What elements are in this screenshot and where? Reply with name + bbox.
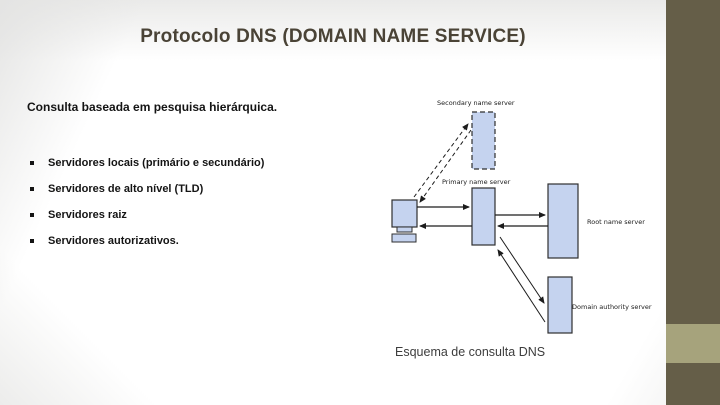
client-computer-icon <box>391 199 418 243</box>
bullet-square-icon <box>30 187 34 191</box>
page-title: Protocolo DNS (DOMAIN NAME SERVICE) <box>140 26 526 47</box>
bullet-item: Servidores locais (primário e secundário… <box>28 150 264 176</box>
bullet-text: Servidores de alto nível (TLD) <box>48 183 204 195</box>
intro-text: Consulta baseada em pesquisa hierárquica… <box>27 100 278 114</box>
root-server-label: Root name server <box>587 218 645 226</box>
domain-authority-label: Domain authority server <box>572 303 652 311</box>
bullet-text: Servidores autorizativos. <box>48 235 179 247</box>
client-stand <box>396 226 413 233</box>
bullet-item: Servidores raiz <box>28 202 264 228</box>
bullet-square-icon <box>30 213 34 217</box>
arrow-primary-to-domain <box>499 236 545 304</box>
root-server-box <box>547 183 579 259</box>
dns-diagram-svg: Secondary name server Primary name serve… <box>391 99 652 334</box>
bullet-list: Servidores locais (primário e secundário… <box>28 150 264 254</box>
arrow-domain-to-primary <box>497 249 546 323</box>
accent-bar-bottom <box>666 363 720 405</box>
bullet-square-icon <box>30 239 34 243</box>
secondary-server-box <box>471 111 496 170</box>
bullet-square-icon <box>30 161 34 165</box>
bullet-text: Servidores locais (primário e secundário… <box>48 157 265 169</box>
client-base <box>391 233 417 243</box>
dns-diagram: Secondary name server Primary name serve… <box>385 88 657 350</box>
primary-server-box <box>471 187 496 246</box>
bullet-item: Servidores autorizativos. <box>28 228 264 254</box>
secondary-server-label: Secondary name server <box>437 99 515 107</box>
bullet-item: Servidores de alto nível (TLD) <box>28 176 264 202</box>
bullet-text: Servidores raiz <box>48 209 127 221</box>
accent-bar-top <box>666 0 720 324</box>
diagram-caption: Esquema de consulta DNS <box>395 345 546 359</box>
arrow-secondary-to-client-dashed <box>419 129 472 203</box>
client-monitor <box>391 199 418 228</box>
accent-bar-middle <box>666 324 720 363</box>
arrow-client-to-secondary-dashed <box>413 123 469 198</box>
domain-authority-box <box>547 276 573 334</box>
primary-server-label: Primary name server <box>442 178 511 186</box>
